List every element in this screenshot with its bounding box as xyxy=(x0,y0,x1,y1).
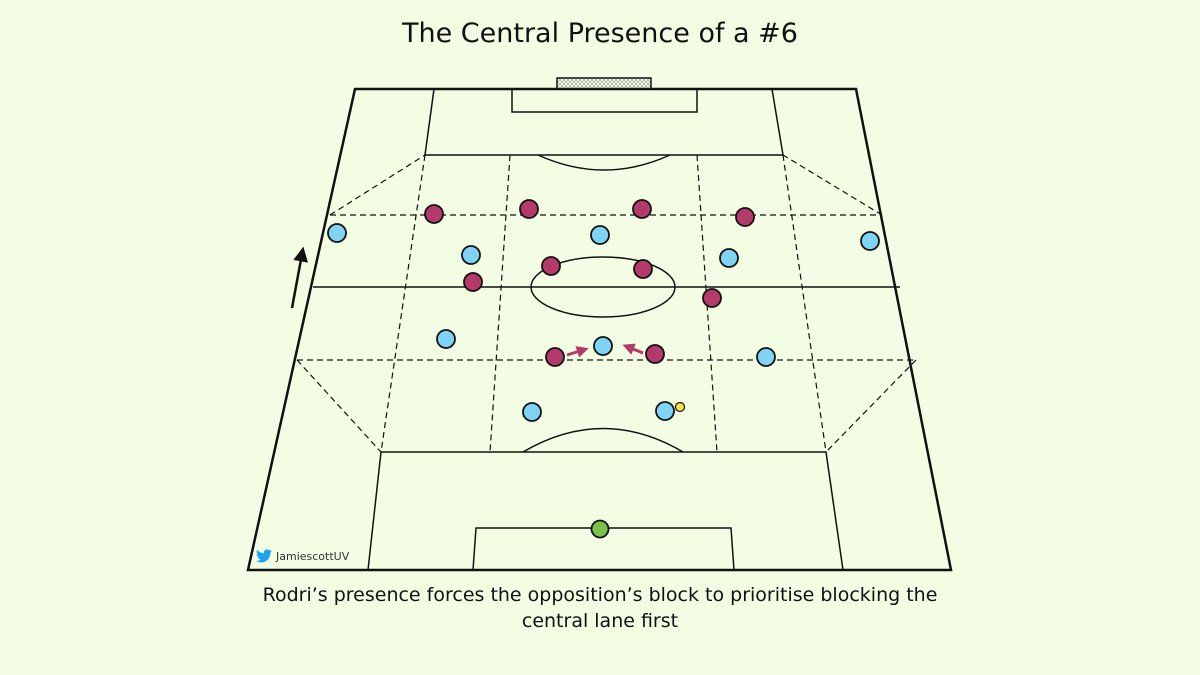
defender-player xyxy=(541,256,561,276)
centre-circle xyxy=(530,256,676,318)
attacker-player xyxy=(522,402,542,422)
press-arrow-right xyxy=(622,343,644,355)
ball xyxy=(674,401,686,413)
defender-player xyxy=(632,199,652,219)
attacker-player xyxy=(461,245,481,265)
bottom-penalty-arc xyxy=(522,427,684,453)
bottom-penalty-box xyxy=(367,451,844,571)
top-goal-net xyxy=(556,77,652,90)
defender-player xyxy=(735,207,755,227)
attack-direction-arrow xyxy=(290,246,309,309)
defender-player xyxy=(702,288,722,308)
defender-player xyxy=(424,204,444,224)
players-layer xyxy=(327,199,880,539)
press-arrow-left xyxy=(566,346,589,358)
pitch-markings xyxy=(246,77,953,572)
caption-line-2: central lane first xyxy=(521,610,679,632)
attacker-player xyxy=(655,401,675,421)
caption-line-1: Rodri’s presence forces the opposition’s… xyxy=(262,584,938,606)
defender-player xyxy=(519,199,539,219)
attacker-player xyxy=(860,231,880,251)
top-penalty-arc xyxy=(537,154,671,171)
defender-player xyxy=(645,344,665,364)
defender-player xyxy=(545,347,565,367)
attacker-player xyxy=(590,225,610,245)
diagram-title: The Central Presence of a #6 xyxy=(402,18,798,49)
author-handle: JamiescottUV xyxy=(276,549,350,563)
attacker-player xyxy=(719,248,739,268)
zone-lines xyxy=(296,154,917,453)
diagram-caption: Rodri’s presence forces the opposition’s… xyxy=(0,582,1200,634)
defender-player xyxy=(633,259,653,279)
defender-player xyxy=(463,272,483,292)
attacker-player xyxy=(327,223,347,243)
attacker-player xyxy=(436,329,456,349)
top-six-yard-box xyxy=(511,89,698,113)
attacker-player xyxy=(593,336,613,356)
attacker-player xyxy=(756,347,776,367)
top-penalty-box xyxy=(424,88,784,156)
author-credit: JamiescottUV xyxy=(256,549,349,563)
goalkeeper-player xyxy=(590,519,610,539)
twitter-bird-icon xyxy=(256,549,272,563)
pitch-boundary xyxy=(246,87,953,572)
